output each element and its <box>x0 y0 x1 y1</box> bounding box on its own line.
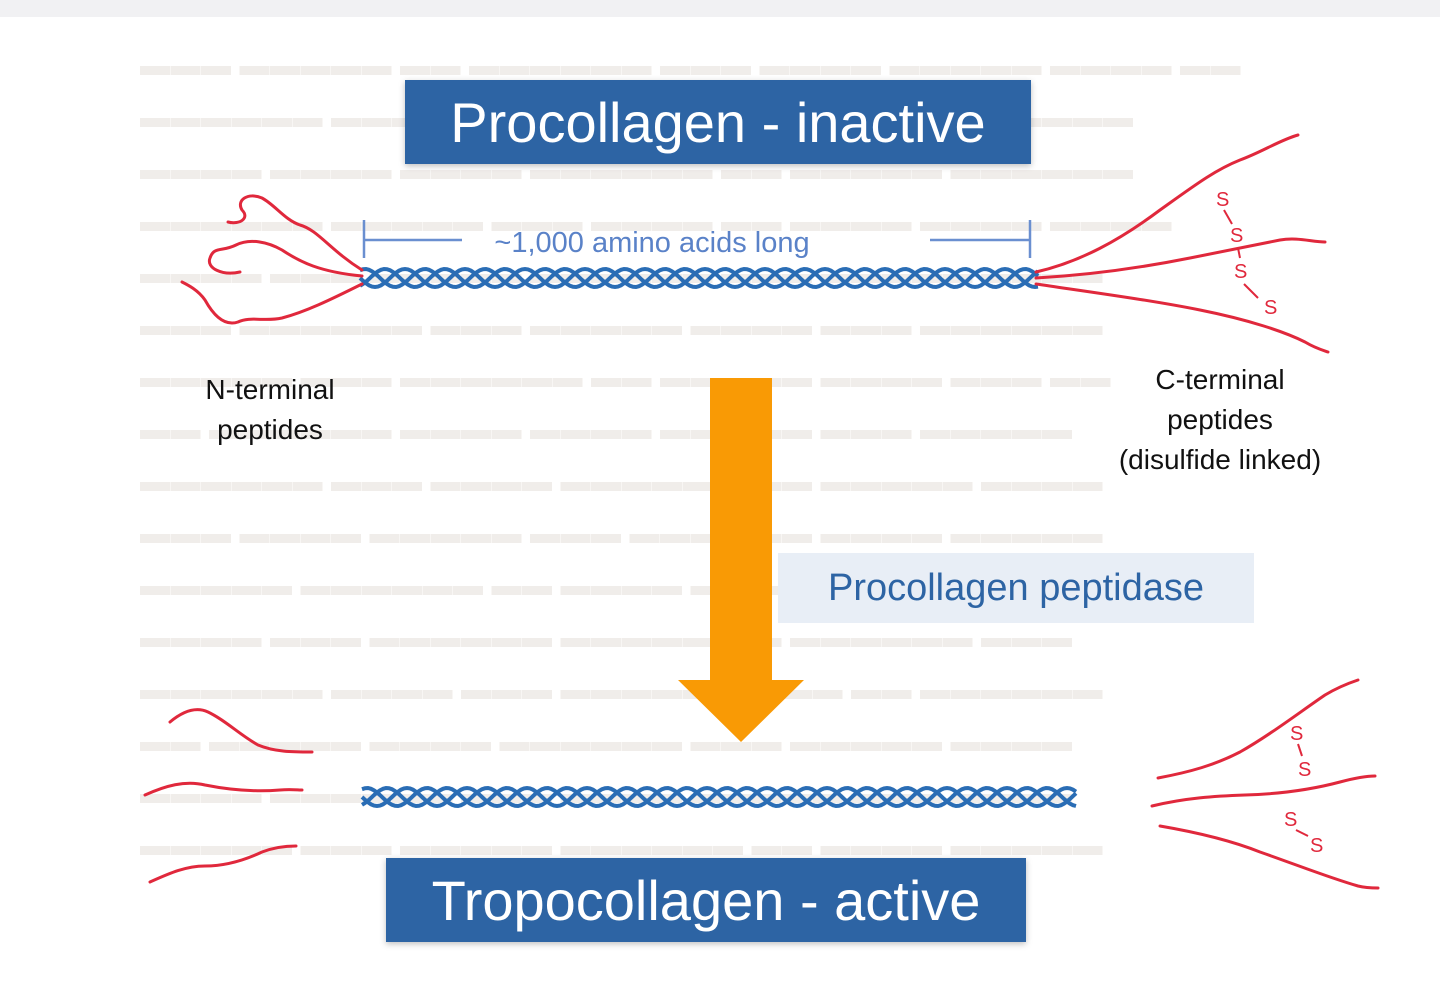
c-peptide-strand <box>1034 282 1330 354</box>
n-terminal-peptides-attached <box>180 194 364 325</box>
faded-background-text: ▬▬▬ ▬▬▬▬▬ ▬▬ ▬▬▬▬▬▬ ▬▬▬ ▬▬▬▬ ▬▬▬▬▬ ▬▬▬▬ … <box>140 49 1241 862</box>
n-terminal-label-line: peptides <box>217 414 323 445</box>
disulfide-s: S <box>1230 225 1243 247</box>
disulfide-bonds-top: S S S S <box>1216 189 1277 319</box>
procollagen-peptidase-label: Procollagen peptidase <box>778 553 1254 623</box>
procollagen-title: Procollagen - inactive <box>405 80 1031 164</box>
n-terminal-label-line: N-terminal <box>205 374 335 405</box>
n-terminal-label: N-terminal peptides <box>170 370 370 450</box>
helix-strand <box>360 785 1077 809</box>
disulfide-s: S <box>1310 835 1323 857</box>
c-terminal-peptides-released <box>1150 678 1380 890</box>
n-peptide-strand <box>180 280 364 325</box>
c-peptide-fragment <box>1150 774 1377 808</box>
disulfide-s: S <box>1290 723 1303 745</box>
c-peptide-fragment <box>1156 678 1360 780</box>
n-peptide-fragment <box>148 844 298 884</box>
helix-strand <box>358 266 1040 290</box>
helix-strand <box>361 785 1078 809</box>
disulfide-s: S <box>1216 189 1229 211</box>
disulfide-s: S <box>1298 759 1311 781</box>
disulfide-bonds-bottom: S S S S <box>1284 723 1323 857</box>
c-terminal-label-line: C-terminal <box>1155 364 1285 395</box>
c-peptide-strand <box>1034 237 1327 280</box>
c-terminal-label: C-terminal peptides (disulfide linked) <box>1085 360 1355 480</box>
c-peptide-strand <box>1034 133 1300 274</box>
c-terminal-label-line: (disulfide linked) <box>1118 444 1322 475</box>
disulfide-s: S <box>1234 261 1247 283</box>
n-peptide-strand <box>207 239 364 278</box>
length-measure <box>362 220 1032 258</box>
n-peptide-fragment <box>168 708 314 754</box>
n-terminal-peptides-released <box>143 708 314 884</box>
triple-helix-bottom <box>360 785 1078 809</box>
c-terminal-peptides-attached <box>1034 133 1330 354</box>
conversion-arrow <box>678 378 804 742</box>
triple-helix-top <box>358 266 1040 290</box>
length-label: ~1,000 amino acids long <box>494 227 809 259</box>
c-peptide-fragment <box>1158 824 1380 890</box>
tropocollagen-title: Tropocollagen - active <box>386 858 1026 942</box>
n-peptide-strand <box>226 194 364 272</box>
n-peptide-fragment <box>143 781 304 797</box>
disulfide-s: S <box>1284 809 1297 831</box>
disulfide-s: S <box>1264 297 1277 319</box>
c-terminal-label-line: peptides <box>1167 404 1273 435</box>
top-strip <box>0 0 1440 17</box>
helix-strand <box>359 266 1040 290</box>
